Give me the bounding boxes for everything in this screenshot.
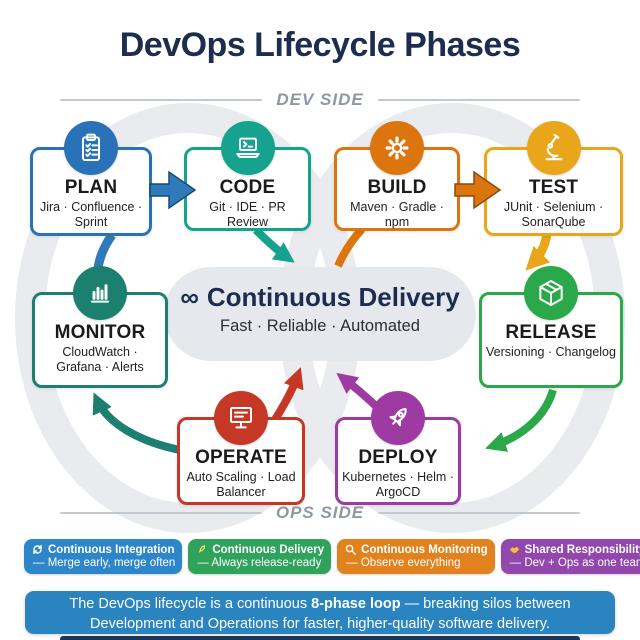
phase-tools: Kubernetes · Helm · ArgoCD — [342, 470, 454, 499]
legend-desc: — Dev + Ops as one team — [509, 557, 640, 569]
bar-chart-icon — [73, 266, 127, 320]
legend-desc: — Always release-ready — [197, 557, 322, 569]
sync-icon — [33, 544, 42, 555]
phase-tools: Git · IDE · PR Review — [209, 200, 286, 229]
phase-code: CODE Git · IDE · PR Review — [184, 121, 311, 231]
legend-continuous-integration: Continuous Integration — Merge early, me… — [24, 539, 183, 574]
ops-side-label: OPS SIDE — [275, 503, 365, 522]
dev-side-label: DEV SIDE — [276, 90, 364, 109]
divider-line — [378, 512, 580, 514]
legend-continuous-delivery: Continuous Delivery — Always release-rea… — [188, 539, 332, 574]
phase-release: RELEASE Versioning · Changelog — [479, 266, 623, 388]
phase-tools: CloudWatch · Grafana · Alerts — [56, 345, 144, 374]
footer-text-bold: 8-phase loop — [311, 596, 401, 612]
arrow-operate-to-monitor — [92, 392, 181, 454]
phase-title: BUILD — [367, 177, 427, 198]
legend-shared-responsibility: Shared Responsibility — Dev + Ops as one… — [500, 539, 640, 574]
center-title: ∞Continuous Delivery — [180, 282, 460, 312]
page-title: DevOps Lifecycle Phases — [119, 26, 521, 64]
clipboard-checklist-icon — [64, 121, 118, 175]
rocket-icon — [371, 391, 425, 445]
legend-label: Continuous Delivery — [212, 543, 325, 556]
phase-plan: PLAN Jira · Confluence · Sprint — [30, 121, 152, 236]
phase-title: TEST — [528, 177, 579, 198]
footer-summary: The DevOps lifecycle is a continuous 8-p… — [25, 591, 615, 634]
arrow-test-to-release — [525, 233, 552, 271]
legend-continuous-monitoring: Continuous Monitoring — Observe everythi… — [337, 539, 495, 574]
legend-label: Continuous Monitoring — [361, 543, 488, 556]
phase-title: RELEASE — [505, 322, 597, 343]
arrow-center-to-build — [334, 226, 365, 268]
package-icon — [524, 266, 578, 320]
laptop-terminal-icon — [220, 121, 275, 175]
divider-line — [60, 512, 262, 514]
footer-text: The DevOps lifecycle is a continuous — [69, 596, 312, 612]
phase-title: PLAN — [64, 177, 118, 198]
phase-build: BUILD Maven · Gradle · npm — [334, 121, 460, 231]
phase-monitor: MONITOR CloudWatch · Grafana · Alerts — [32, 266, 168, 388]
phase-title: OPERATE — [195, 447, 287, 468]
bottom-strip — [60, 636, 580, 640]
gear-icon — [370, 121, 424, 175]
divider-line — [60, 99, 263, 101]
dev-side-divider: DEV SIDE — [60, 90, 581, 110]
phase-tools: Auto Scaling · Load Balancer — [186, 470, 296, 499]
legend-label: Continuous Integration — [48, 543, 175, 556]
infinity-icon: ∞ — [180, 282, 199, 312]
microscope-icon — [526, 121, 581, 175]
phase-title: CODE — [219, 177, 276, 198]
arrow-release-to-deploy — [485, 388, 557, 452]
phase-operate: OPERATE Auto Scaling · Load Balancer — [177, 391, 305, 505]
legend-row: Continuous Integration — Merge early, me… — [24, 539, 640, 574]
legend-label: Shared Responsibility — [524, 543, 640, 556]
phase-test: TEST JUnit · Selenium · SonarQube — [484, 121, 623, 236]
phase-tools: Maven · Gradle · npm — [350, 200, 444, 229]
phase-title: DEPLOY — [358, 447, 438, 468]
monitor-screen-icon — [214, 391, 268, 445]
divider-line — [377, 99, 581, 101]
legend-desc: — Observe everything — [346, 557, 461, 569]
handshake-icon — [509, 546, 519, 554]
center-subtitle: Fast · Reliable · Automated — [220, 317, 420, 335]
phase-tools: JUnit · Selenium · SonarQube — [503, 200, 604, 229]
phase-tools: Jira · Confluence · Sprint — [39, 200, 143, 229]
footer-text: — breaking silos between Development and… — [90, 596, 571, 632]
rocket-icon — [199, 545, 206, 553]
arrow-code-to-center — [253, 227, 295, 263]
phase-deploy: DEPLOY Kubernetes · Helm · ArgoCD — [335, 391, 461, 505]
phase-tools: Versioning · Changelog — [486, 345, 616, 359]
magnifier-icon — [345, 544, 356, 555]
ops-side-divider: OPS SIDE — [60, 503, 580, 523]
legend-desc: — Merge early, merge often — [33, 557, 176, 569]
continuous-delivery-banner: ∞Continuous Delivery Fast · Reliable · A… — [164, 267, 476, 361]
phase-title: MONITOR — [54, 322, 146, 343]
